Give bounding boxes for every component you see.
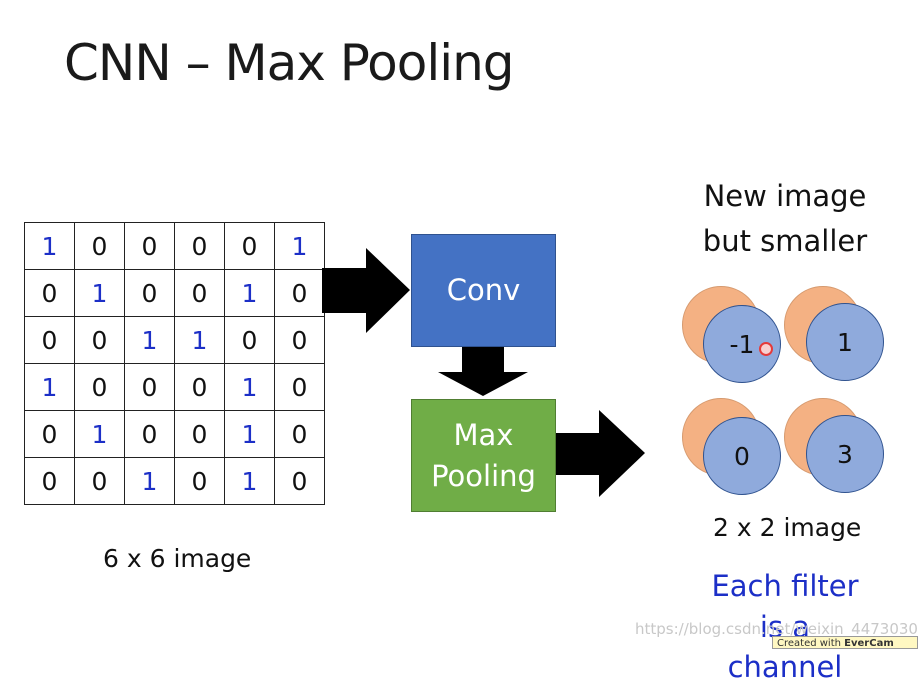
grid-cell: 1: [274, 222, 325, 270]
grid-cell: 0: [224, 316, 275, 364]
grid-cell: 0: [24, 316, 75, 364]
grid-cell: 0: [174, 269, 225, 317]
grid-cell: 1: [224, 410, 275, 458]
evercam-brand: EverCam: [844, 638, 894, 649]
output-value: 3: [837, 439, 853, 469]
grid-cell: 1: [174, 316, 225, 364]
grid-cell: 0: [124, 269, 175, 317]
arrow-to-output: [555, 410, 645, 497]
grid-cell: 1: [224, 269, 275, 317]
max-pooling-box: Max Pooling: [411, 399, 556, 512]
output-circle-front: 1: [806, 303, 884, 381]
pool-label-line1: Max: [453, 417, 514, 452]
output-circle-front: 3: [806, 415, 884, 493]
cursor-pointer-icon: [759, 342, 773, 356]
grid-cell: 0: [174, 410, 225, 458]
grid-cell: 0: [224, 222, 275, 270]
grid-cell: 0: [274, 363, 325, 411]
grid-cell: 1: [24, 222, 75, 270]
grid-cell: 0: [74, 222, 125, 270]
grid-cell: 1: [124, 457, 175, 505]
evercam-prefix: Created with: [777, 638, 841, 649]
grid-cell: 0: [274, 316, 325, 364]
output-value: 0: [734, 441, 750, 471]
grid-cell: 0: [24, 457, 75, 505]
new-image-line1: New image: [703, 179, 867, 213]
output-value: -1: [729, 329, 755, 359]
grid-cell: 1: [224, 363, 275, 411]
slide-title: CNN – Max Pooling: [64, 34, 515, 92]
input-image-caption: 6 x 6 image: [103, 544, 252, 573]
output-image-caption: 2 x 2 image: [713, 513, 862, 542]
note-line1: Each filter: [711, 569, 859, 603]
flow-arrows: [322, 248, 645, 497]
new-image-line2: but smaller: [702, 223, 868, 258]
output-circle-front: 0: [703, 417, 781, 495]
grid-cell: 0: [124, 222, 175, 270]
conv-box: Conv: [411, 234, 556, 347]
grid-cell: 0: [274, 457, 325, 505]
grid-cell: 0: [74, 457, 125, 505]
output-value: 1: [837, 327, 853, 357]
grid-cell: 0: [74, 316, 125, 364]
new-image-caption: New image but smaller: [700, 174, 870, 264]
arrow-to-pooling: [438, 347, 528, 396]
grid-cell: 0: [174, 457, 225, 505]
evercam-badge: Created with EverCam: [772, 636, 918, 649]
grid-cell: 1: [74, 410, 125, 458]
grid-cell: 0: [124, 410, 175, 458]
conv-label: Conv: [446, 273, 521, 308]
grid-cell: 0: [24, 269, 75, 317]
grid-cell: 1: [224, 457, 275, 505]
grid-cell: 0: [174, 363, 225, 411]
pool-label-line2: Pooling: [431, 458, 536, 493]
grid-cell: 0: [274, 269, 325, 317]
watermark-url: https://blog.csdn.net/weixin_4473030: [635, 620, 918, 638]
arrow-to-conv: [322, 248, 410, 333]
grid-cell: 0: [74, 363, 125, 411]
